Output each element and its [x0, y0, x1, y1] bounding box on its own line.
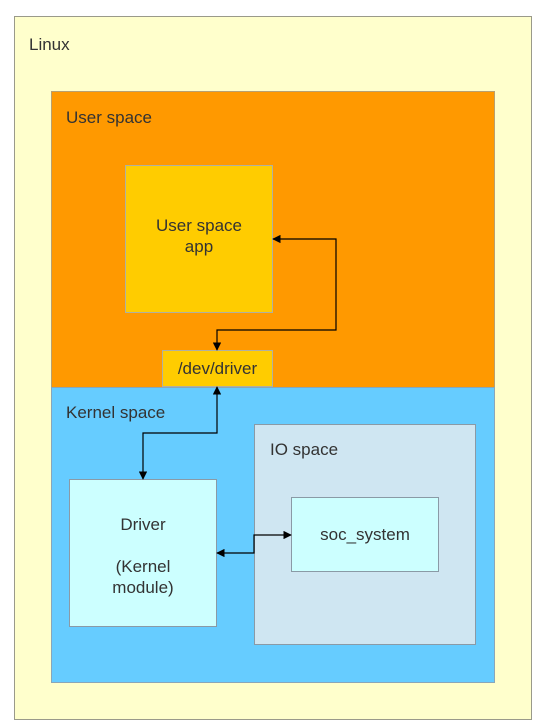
user-space-app-label: User space app [156, 216, 242, 256]
driver-box: Driver (Kernel module) [69, 479, 217, 627]
soc-system-label: soc_system [320, 525, 410, 544]
user-space-region: User space [51, 91, 495, 388]
kernel-space-label: Kernel space [66, 403, 166, 422]
driver-label: Driver (Kernel module) [112, 515, 174, 597]
user-space-label: User space [66, 108, 152, 127]
dev-driver-label: /dev/driver [177, 359, 258, 378]
io-space-label: IO space [270, 440, 339, 459]
dev-driver-box: /dev/driver [162, 350, 273, 387]
soc-system-box: soc_system [291, 497, 439, 572]
linux-label: Linux [29, 35, 70, 54]
user-space-app-box: User space app [125, 165, 273, 313]
